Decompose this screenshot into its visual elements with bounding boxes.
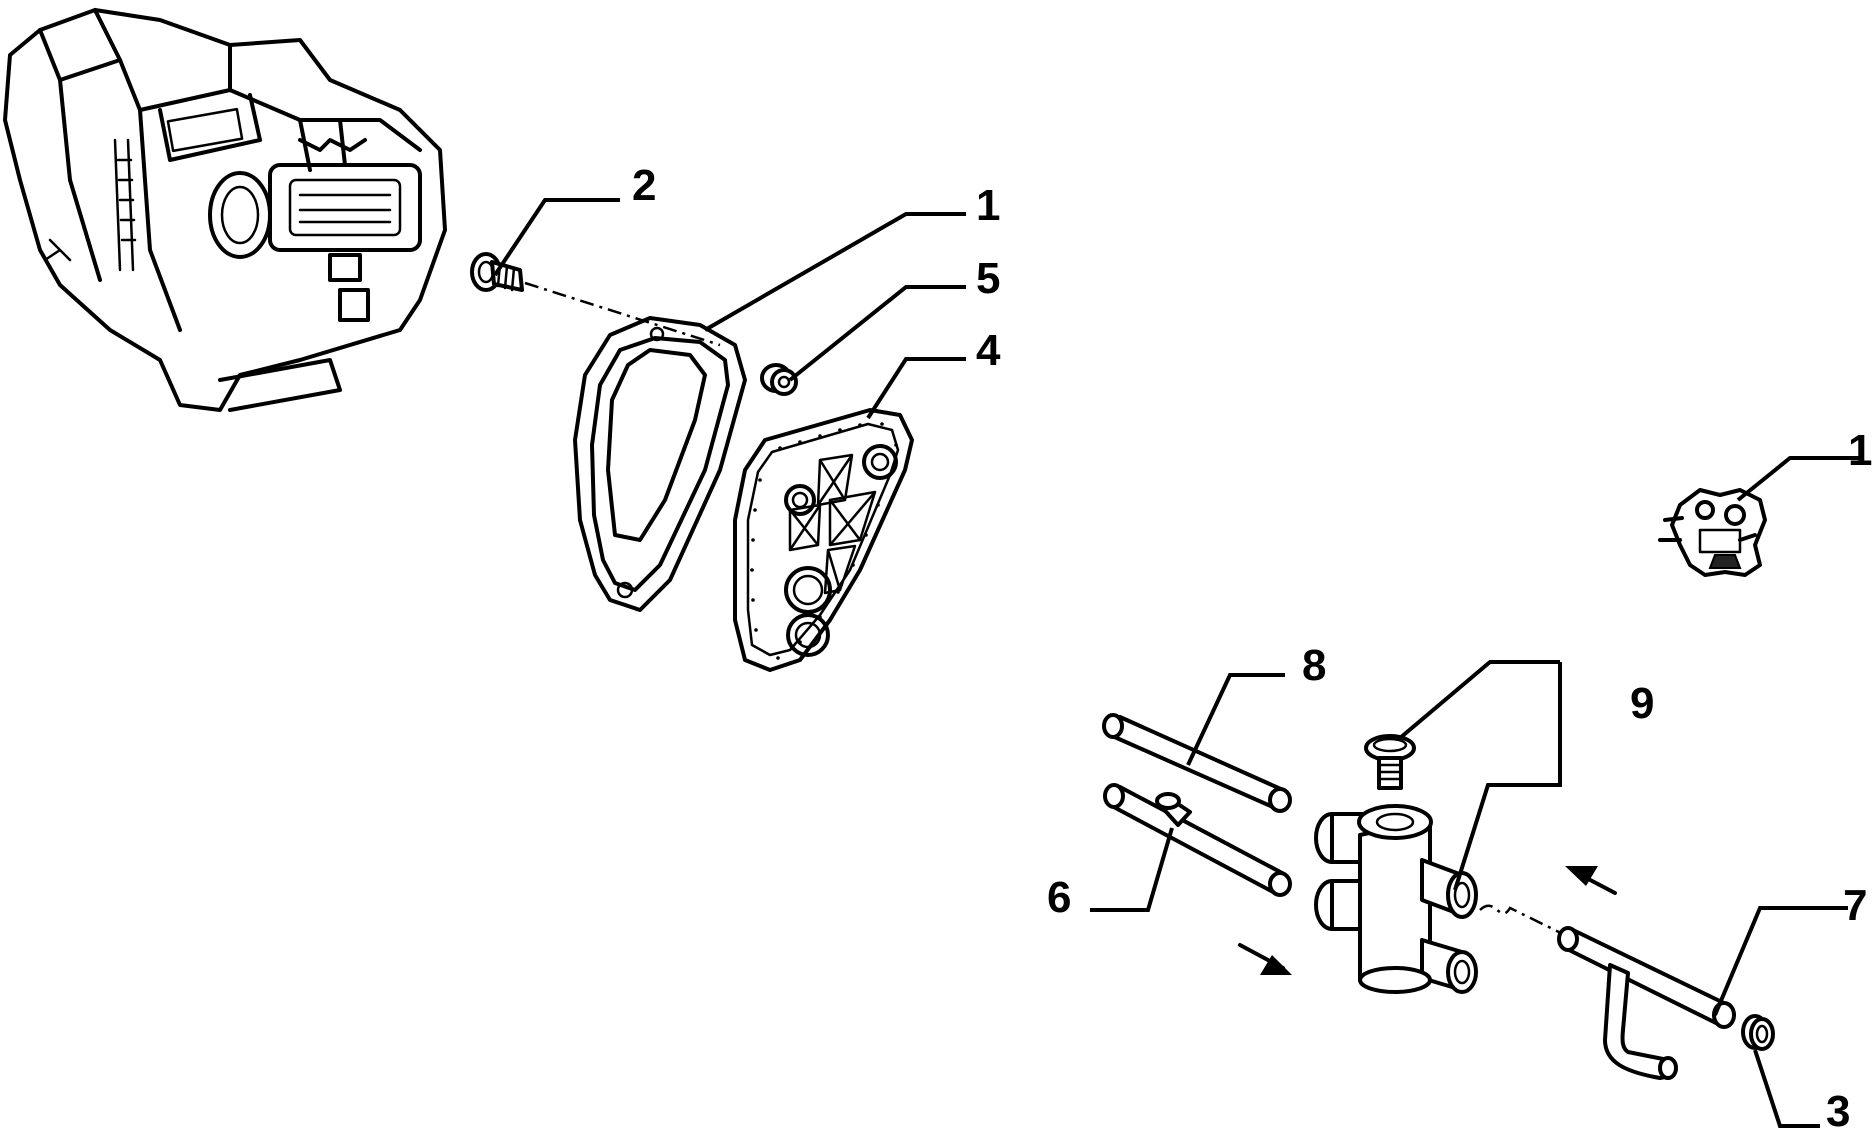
callout-9-valve: 9 [1630,679,1654,728]
callout-7-bent-pipe: 7 [1843,881,1867,930]
callout-8-tube: 8 [1302,641,1326,690]
bleed-screw [1364,734,1416,790]
callout-1-valve-assembly: 1 [1848,426,1872,475]
bent-pipe [1557,926,1736,1080]
callout-6-tube-clip: 6 [1047,873,1071,922]
callout-labels: 1 2 5 4 1 8 9 6 7 3 [632,161,1872,1134]
tube-upper [1102,713,1292,813]
callout-1-gasket: 1 [976,181,1000,230]
callout-2-screw: 2 [632,161,656,210]
flow-arrow-in [1238,943,1292,975]
o-ring [1741,1014,1775,1051]
callout-4-heater-core: 4 [976,326,1001,375]
gasket [573,316,747,612]
flow-arrow-out [1565,866,1617,895]
callout-3-o-ring: 3 [1826,1087,1850,1134]
tube-lower-with-clip [1103,783,1292,897]
valve-body [1314,804,1478,994]
screw-axis-line [524,281,721,347]
leader-lines [493,198,1860,1128]
callout-5-nut: 5 [976,254,1000,303]
heater-core [733,408,914,672]
heater-housing [3,8,447,412]
valve-axis-line [1479,904,1566,937]
valve-assembly-small [1658,488,1767,577]
